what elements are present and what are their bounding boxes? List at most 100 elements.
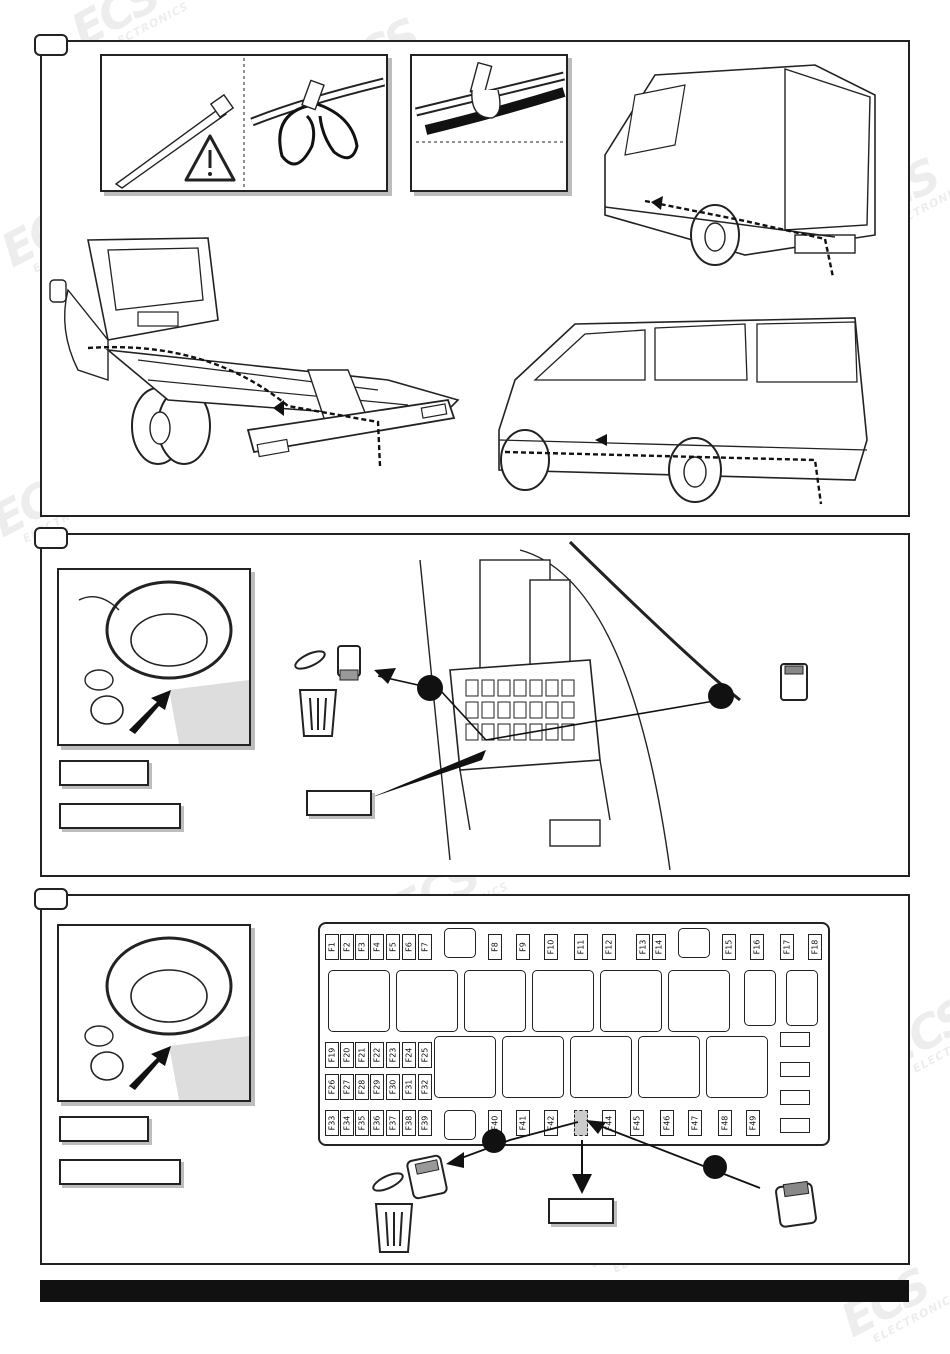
label-box-3b [59,1159,181,1185]
fuse-f22: F22 [370,1042,384,1068]
fuse-f41: F41 [516,1110,530,1136]
fuse-f48: F48 [718,1110,732,1136]
fuse-f34: F34 [340,1110,354,1136]
fuse-f30: F30 [386,1074,400,1100]
fuse-f38: F38 [402,1110,416,1136]
fuse-box-diagram: F1 F2 F3 F4 F5 F6 F7 F8 F9 F10 F11 F12 F… [318,922,830,1146]
direction-arrow-icon [273,400,284,416]
fuse-f36: F36 [370,1110,384,1136]
relay [328,970,390,1032]
fuse-f16: F16 [750,934,764,960]
fuse-f11: F11 [574,934,588,960]
steering-wheel-photo-3 [57,924,251,1102]
cable-fixing-box [410,54,568,192]
fuse-f19: F19 [325,1042,339,1068]
label-box-2b [59,803,181,829]
fuse-f7: F7 [418,934,432,960]
replacement-fuse-icon [775,1180,817,1228]
direction-arrow-icon [586,1120,606,1134]
trash-bin-icon [372,1154,448,1253]
step-marker-insert-2 [708,683,734,709]
replacement-fuse-icon [780,663,808,701]
relay [638,1036,700,1098]
relay [600,970,662,1032]
fuse-f12: F12 [602,934,616,960]
relay [706,1036,768,1098]
fuse-f37: F37 [386,1110,400,1136]
fuse-f33: F33 [325,1110,339,1136]
fuse-f23: F23 [386,1042,400,1068]
label-box-2a [59,760,149,786]
relay [502,1036,564,1098]
relay [434,1036,496,1098]
fuse-f35: F35 [355,1110,369,1136]
fuse-f39: F39 [418,1110,432,1136]
fuse-swap-arrows [446,1120,761,1194]
fuse-f26: F26 [325,1074,339,1100]
step-marker-remove-3 [482,1129,506,1153]
steering-wheel-photo-2 [57,568,251,746]
fuse-f15: F15 [722,934,736,960]
fuse-f17: F17 [780,934,794,960]
fuse-f1: F1 [325,934,339,960]
direction-arrow-icon [129,1046,171,1090]
fuse-f49: F49 [746,1110,760,1136]
fuse-f10: F10 [544,934,558,960]
relay [744,970,776,1026]
fuse-f3: F3 [355,934,369,960]
van-rear-illustration [604,64,876,278]
fuse-f29: F29 [370,1074,384,1100]
fuse-f2: F2 [340,934,354,960]
fuse-f31: F31 [402,1074,416,1100]
fuse-f27: F27 [340,1074,354,1100]
cable-fixing-illustration [414,61,566,143]
fuse-f45: F45 [630,1110,644,1136]
relay-small [678,928,710,958]
direction-arrow-icon [446,1152,464,1168]
fuse-f21: F21 [355,1042,369,1068]
step-marker-insert-3 [703,1155,727,1179]
direction-arrow-icon [374,668,396,684]
fuse-f32: F32 [418,1074,432,1100]
label-box-3c [548,1198,614,1224]
relay-small [444,928,476,958]
fuse-f25: F25 [418,1042,432,1068]
relay [532,970,594,1032]
direction-arrow-icon [595,434,607,446]
van-side-illustration [498,317,868,505]
fuse-f9: F9 [516,934,530,960]
fuse-f47: F47 [688,1110,702,1136]
warning-triangle-icon [184,134,236,182]
footer-bar [40,1280,909,1302]
mini-fuse [780,1032,810,1047]
fuse-f24: F24 [402,1042,416,1068]
direction-arrow-icon [651,196,663,210]
fuse-box-location-illustration [370,540,741,870]
fuse-f13: F13 [636,934,650,960]
fuse-f8: F8 [488,934,502,960]
relay [668,970,730,1032]
fuse-f5: F5 [386,934,400,960]
relay [396,970,458,1032]
relay [786,970,818,1026]
step-number-tab-2 [34,527,68,549]
fuse-f20: F20 [340,1042,354,1068]
fuse-f6: F6 [402,934,416,960]
mini-fuse [780,1118,810,1133]
label-box-2c [306,790,372,816]
mini-fuse [780,1062,810,1077]
fuse-f18: F18 [808,934,822,960]
chassis-cab-illustration [49,237,460,467]
fuse-f28: F28 [355,1074,369,1100]
relay [464,970,526,1032]
step-number-tab-1 [34,34,68,56]
fuse-f14: F14 [652,934,666,960]
relay [570,1036,632,1098]
direction-arrow-icon [129,690,171,734]
relay-small [444,1110,476,1140]
trash-bin-icon [294,645,361,737]
label-box-3a [59,1116,149,1142]
cable-tie-illustration [114,58,386,189]
fuse-f4: F4 [370,934,384,960]
fuse-f46: F46 [660,1110,674,1136]
